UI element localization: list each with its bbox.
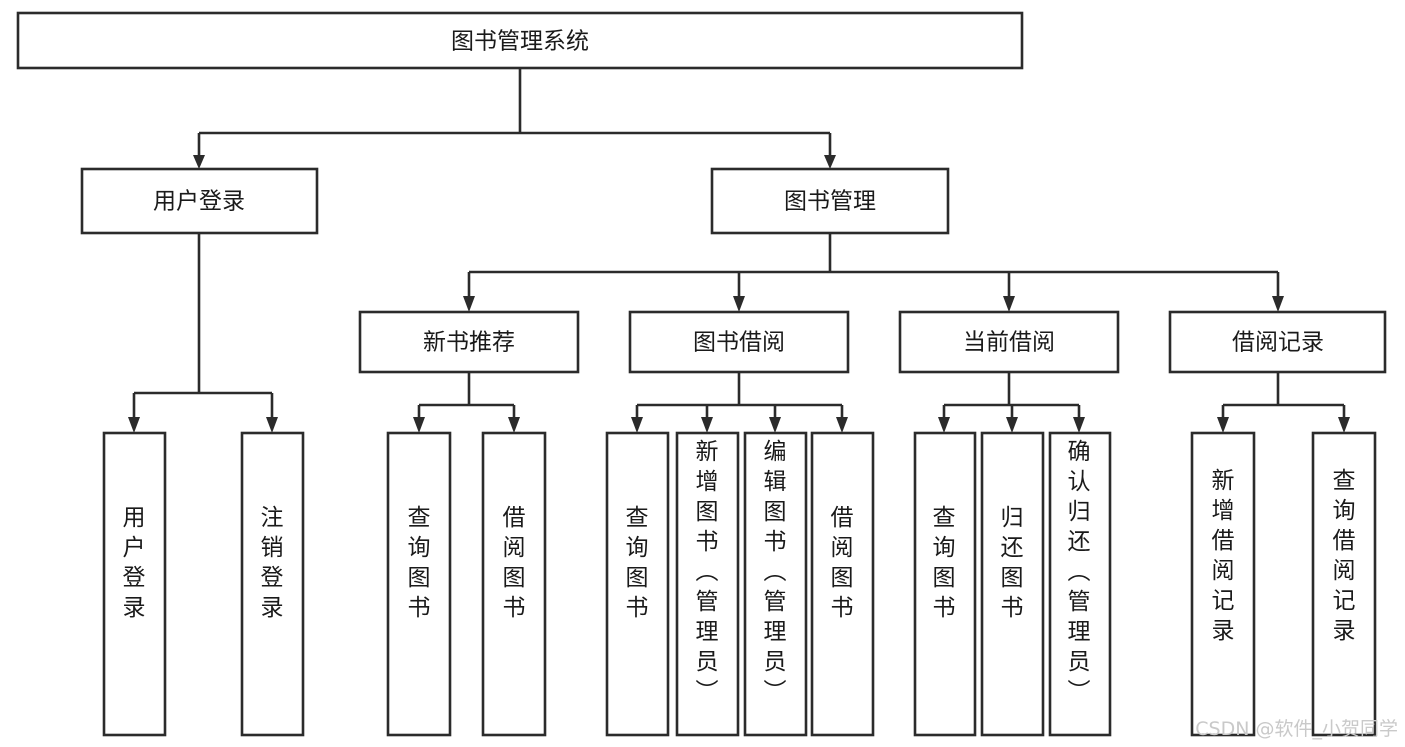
node-borrow-records-label: 借阅记录 [1232, 330, 1324, 356]
leaf-query-borrow-record[interactable]: 查询借阅记录 [1311, 431, 1377, 737]
arrow-bb-l4 [836, 417, 848, 433]
leaf-query-book-1[interactable]: 查询图书 [386, 431, 452, 737]
leaf-add-book-admin-box[interactable] [675, 431, 740, 737]
node-root-box[interactable] [16, 11, 1024, 70]
leaf-confirm-return-admin-label: 确认归还︵管理员︶ [1068, 439, 1091, 705]
arrow-br-l1 [1217, 417, 1229, 433]
node-borrow-records[interactable]: 借阅记录 [1168, 310, 1387, 374]
node-book-management-box[interactable] [710, 167, 950, 235]
leaf-add-borrow-record-box[interactable] [1190, 431, 1256, 737]
leaf-logout-box[interactable] [240, 431, 305, 737]
leaf-query-borrow-record-label: 查询借阅记录 [1333, 468, 1356, 644]
leaf-query-book-3[interactable]: 查询图书 [913, 431, 977, 737]
edge-group-book-mgmt [463, 233, 1284, 312]
node-user-login[interactable]: 用户登录 [80, 167, 319, 235]
leaf-confirm-return-admin-box[interactable] [1048, 431, 1112, 737]
arrow-nb-l2 [508, 417, 520, 433]
leaf-return-book-box[interactable] [980, 431, 1045, 737]
arrow-ul-l2 [266, 417, 278, 433]
leaf-user-login-label: 用户登录 [123, 505, 146, 621]
arrow-cb-l1 [938, 417, 950, 433]
arrow-ul-l1 [128, 417, 140, 433]
node-book-borrow-label: 图书借阅 [693, 330, 785, 356]
leaf-user-login[interactable]: 用户登录 [102, 431, 167, 737]
node-new-book-recommend-label: 新书推荐 [423, 330, 515, 356]
node-root-label: 图书管理系统 [451, 29, 589, 55]
leaf-query-book-1-box[interactable] [386, 431, 452, 737]
leaf-add-borrow-record-label: 新增借阅记录 [1212, 468, 1235, 644]
leaf-borrow-book-2-box[interactable] [810, 431, 875, 737]
leaf-query-book-2-label: 查询图书 [626, 505, 649, 621]
edge-group-root [193, 68, 836, 169]
leaf-return-book[interactable]: 归还图书 [980, 431, 1045, 737]
edge-group-current [938, 372, 1085, 433]
arrow-bb-l1 [631, 417, 643, 433]
node-new-book-recommend-box[interactable] [358, 310, 580, 374]
edge-group-new-book [413, 372, 520, 433]
arrow-br-l2 [1338, 417, 1350, 433]
leaf-edit-book-admin-box[interactable] [743, 431, 808, 737]
arrow-nb-l1 [413, 417, 425, 433]
leaf-add-book-admin-label: 新增图书︵管理员︶ [696, 439, 719, 705]
leaf-borrow-book-1[interactable]: 借阅图书 [481, 431, 547, 737]
leaf-query-book-1-label: 查询图书 [408, 505, 431, 621]
arrow-bm-c2 [733, 296, 745, 312]
leaf-user-login-box[interactable] [102, 431, 167, 737]
node-current-borrow[interactable]: 当前借阅 [898, 310, 1120, 374]
node-book-borrow-box[interactable] [628, 310, 850, 374]
leaf-edit-book-admin[interactable]: 编辑图书︵管理员︶ [743, 431, 808, 737]
leaf-query-book-2[interactable]: 查询图书 [605, 431, 670, 737]
leaf-query-book-3-label: 查询图书 [933, 505, 956, 621]
arrow-cb-l3 [1073, 417, 1085, 433]
node-user-login-label: 用户登录 [153, 189, 245, 215]
leaf-return-book-label: 归还图书 [1001, 505, 1024, 621]
node-borrow-records-box[interactable] [1168, 310, 1387, 374]
edge-group-user-login [128, 233, 278, 433]
arrow-to-book-mgmt [824, 155, 836, 169]
csdn-watermark: CSDN @软件_小贺同学 [1195, 718, 1398, 740]
leaf-borrow-book-2-label: 借阅图书 [831, 505, 854, 621]
leaf-logout[interactable]: 注销登录 [240, 431, 305, 737]
arrow-to-user-login [193, 155, 205, 169]
leaf-add-book-admin[interactable]: 新增图书︵管理员︶ [675, 431, 740, 737]
leaf-add-borrow-record[interactable]: 新增借阅记录 [1190, 431, 1256, 737]
arrow-cb-l2 [1006, 417, 1018, 433]
node-root[interactable]: 图书管理系统 [16, 11, 1024, 70]
arrow-bb-l3 [769, 417, 781, 433]
arrow-bb-l2 [701, 417, 713, 433]
leaf-borrow-book-1-box[interactable] [481, 431, 547, 737]
leaf-edit-book-admin-label: 编辑图书︵管理员︶ [764, 439, 787, 705]
arrow-bm-c3 [1003, 296, 1015, 312]
node-current-borrow-box[interactable] [898, 310, 1120, 374]
node-new-book-recommend[interactable]: 新书推荐 [358, 310, 580, 374]
node-book-borrow[interactable]: 图书借阅 [628, 310, 850, 374]
leaf-query-borrow-record-box[interactable] [1311, 431, 1377, 737]
node-book-management[interactable]: 图书管理 [710, 167, 950, 235]
leaf-logout-label: 注销登录 [261, 505, 284, 621]
arrow-bm-c1 [463, 296, 475, 312]
leaf-borrow-book-2[interactable]: 借阅图书 [810, 431, 875, 737]
leaf-confirm-return-admin[interactable]: 确认归还︵管理员︶ [1048, 431, 1112, 737]
leaf-borrow-book-1-label: 借阅图书 [503, 505, 526, 621]
edge-group-borrow [631, 372, 848, 433]
node-current-borrow-label: 当前借阅 [963, 330, 1055, 356]
leaf-query-book-3-box[interactable] [913, 431, 977, 737]
node-user-login-box[interactable] [80, 167, 319, 235]
edge-group-records [1217, 372, 1350, 433]
node-book-management-label: 图书管理 [784, 189, 876, 215]
leaf-query-book-2-box[interactable] [605, 431, 670, 737]
arrow-bm-c4 [1272, 296, 1284, 312]
